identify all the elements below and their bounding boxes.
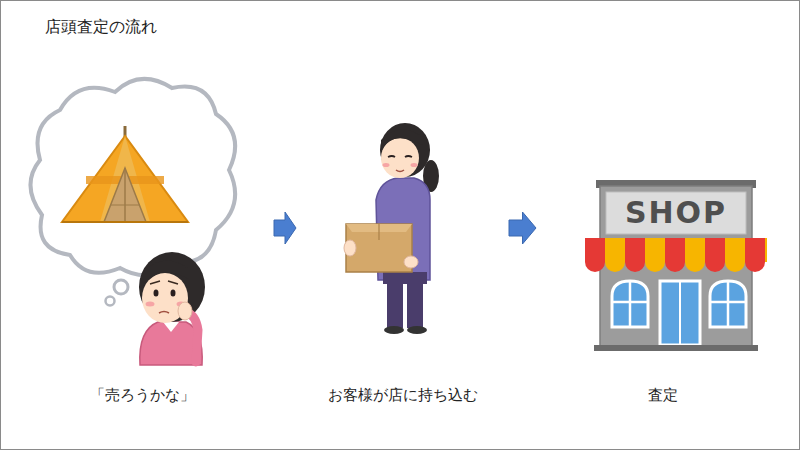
awning-scallop xyxy=(585,262,605,272)
awning-scallop xyxy=(725,262,745,272)
step-caption: 査定 xyxy=(541,385,784,405)
diagram-title: 店頭査定の流れ xyxy=(45,17,157,38)
awning-scallop xyxy=(685,262,705,272)
shop-sign-text: SHOP xyxy=(606,192,746,234)
step-node: 査定 xyxy=(541,110,784,415)
step-caption: 「売ろうかな」 xyxy=(16,385,269,405)
step-caption: お客様が店に持ち込む xyxy=(301,385,504,405)
step-node: お客様が店に持ち込む xyxy=(301,110,504,415)
awning-scallop xyxy=(665,262,685,272)
flow-arrow xyxy=(509,212,536,244)
flow-arrow xyxy=(274,212,296,244)
awning-scallop xyxy=(645,262,665,272)
awning-scallop xyxy=(625,262,645,272)
awning-scallop xyxy=(605,262,625,272)
awning-scallop xyxy=(745,262,765,272)
worried-woman xyxy=(139,252,205,365)
thought-bubble xyxy=(30,79,235,306)
woman-with-box xyxy=(344,123,439,334)
step-node: 「売ろうかな」 xyxy=(16,110,269,415)
awning-scallop xyxy=(705,262,725,272)
shop-building xyxy=(585,180,767,351)
tent-illustration xyxy=(62,126,188,222)
